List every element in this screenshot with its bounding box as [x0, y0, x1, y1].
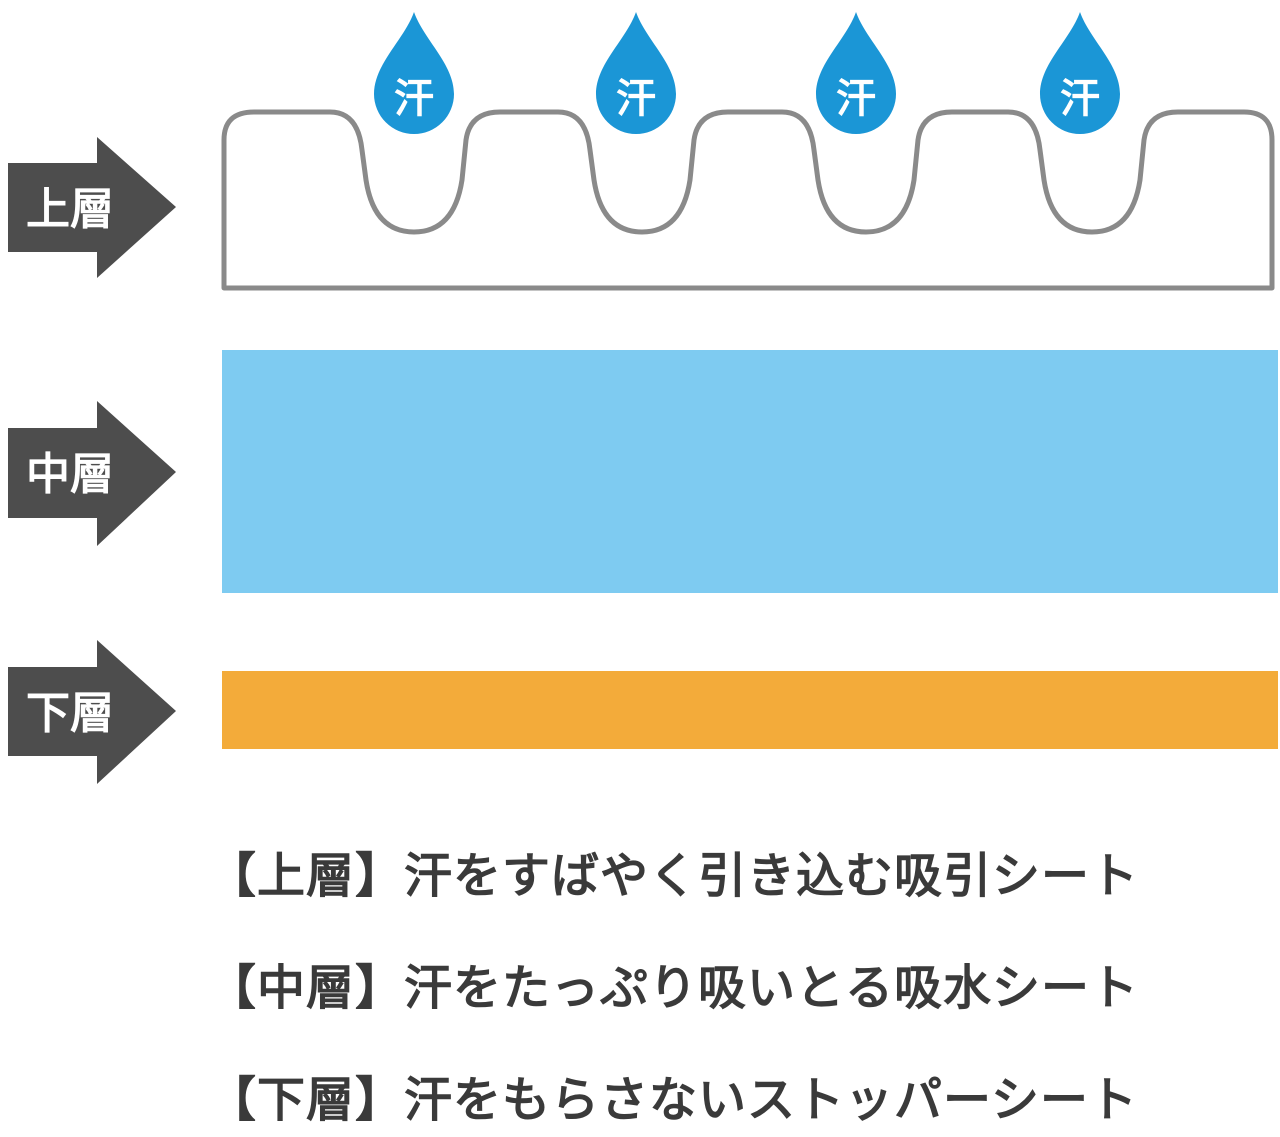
- middle-layer-sheet: [222, 350, 1278, 593]
- arrow-middle-layer: 中層: [8, 401, 176, 546]
- arrow-label-bottom: 下層: [26, 688, 114, 739]
- sweat-drop-1: 汗: [374, 12, 454, 134]
- legend-text-top: 汗をすばやく引き込む吸引シート: [404, 848, 1140, 904]
- legend-text-middle: 汗をたっぷり吸いとる吸水シート: [404, 960, 1140, 1016]
- bottom-layer-sheet: [222, 671, 1278, 749]
- legend-tag-top: 【上層】: [208, 848, 405, 904]
- arrow-label-middle: 中層: [26, 449, 114, 500]
- legend-item-top: 【上層】汗をすばやく引き込む吸引シート: [208, 846, 1278, 906]
- legend-item-bottom: 【下層】汗をもらさないストッパーシート: [208, 1070, 1278, 1130]
- legend-item-middle: 【中層】汗をたっぷり吸いとる吸水シート: [208, 958, 1278, 1018]
- arrow-label-top: 上層: [26, 184, 114, 235]
- sweat-drop-label: 汗: [836, 76, 876, 122]
- top-layer-sheet: [221, 109, 1275, 291]
- legend-tag-middle: 【中層】: [208, 960, 405, 1016]
- sweat-drop-4: 汗: [1040, 12, 1120, 134]
- sweat-drop-3: 汗: [816, 12, 896, 134]
- sweat-drop-label: 汗: [616, 76, 656, 122]
- sweat-drop-label: 汗: [394, 76, 434, 122]
- sweat-drop-label: 汗: [1060, 76, 1100, 122]
- arrow-bottom-layer: 下層: [8, 640, 176, 784]
- layer-diagram: 上層 中層 下層 汗 汗 汗 汗: [8, 12, 1278, 784]
- legend-text-bottom: 汗をもらさないストッパーシート: [404, 1072, 1139, 1128]
- legend-tag-bottom: 【下層】: [208, 1072, 405, 1128]
- arrow-top-layer: 上層: [8, 137, 176, 278]
- sweat-drop-2: 汗: [595, 12, 676, 135]
